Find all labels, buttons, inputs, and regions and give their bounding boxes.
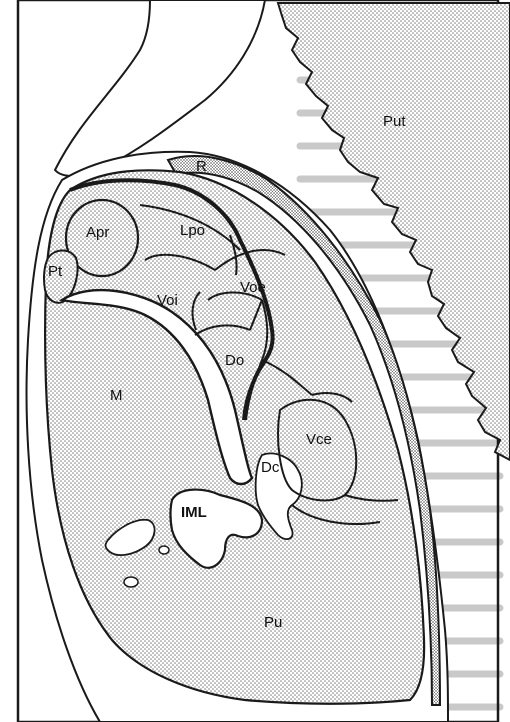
label-m: M <box>110 387 123 404</box>
label-r: R <box>196 158 207 175</box>
internal-capsule <box>55 0 265 176</box>
label-put: Put <box>383 113 406 130</box>
label-lpo: Lpo <box>180 222 205 239</box>
label-pu: Pu <box>264 614 282 631</box>
label-apr: Apr <box>86 224 109 241</box>
label-iml: IML <box>181 504 207 521</box>
white-island-2 <box>159 546 169 554</box>
label-do: Do <box>225 352 244 369</box>
label-dc: Dc <box>261 459 280 476</box>
label-voe: Voe <box>240 279 266 296</box>
label-vce: Vce <box>306 431 332 448</box>
white-island-3 <box>124 577 138 587</box>
label-voi: Voi <box>157 292 178 309</box>
label-pt: Pt <box>48 263 63 280</box>
